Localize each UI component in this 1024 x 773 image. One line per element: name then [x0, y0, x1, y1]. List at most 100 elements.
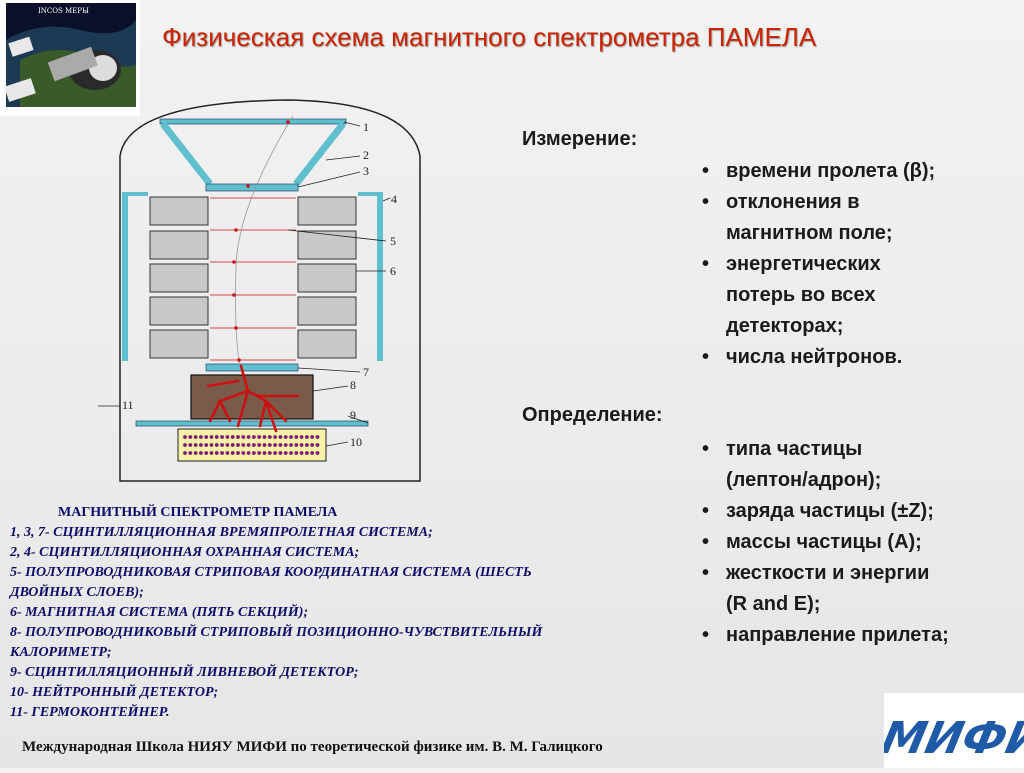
determination-item: •жесткости и энергии(R and E);	[702, 562, 930, 615]
label-4: 4	[391, 192, 397, 206]
neutron-counter-dot	[241, 451, 246, 455]
legend-line: 6- МАГНИТНАЯ СИСТЕМА (ПЯТЬ СЕКЦИЙ);	[10, 605, 309, 620]
neutron-counter-dot	[188, 443, 193, 447]
measurement-heading: Измерение:	[522, 128, 638, 150]
label-1: 1	[363, 120, 369, 134]
neutron-counter-dot	[246, 443, 251, 447]
neutron-counter-dot	[209, 443, 214, 447]
neutron-counter-dot	[305, 435, 309, 439]
neutron-counters	[183, 435, 320, 455]
legend-line: 11- ГЕРМОКОНТЕЙНЕР.	[10, 705, 170, 720]
neutron-counter-dot	[294, 451, 299, 455]
neutron-counter-dot	[199, 435, 203, 439]
mission-logo: INCOS МЕРЫ	[0, 0, 140, 116]
neutron-counter-dot	[283, 451, 288, 455]
legend-line: ДВОЙНЫХ СЛОЕВ);	[10, 585, 144, 600]
neutron-counter-dot	[294, 443, 299, 447]
neutron-counter-dot	[199, 443, 203, 447]
measurement-item: • времени пролета (β);	[702, 160, 936, 182]
label-7: 7	[363, 365, 369, 379]
neutron-counter-dot	[209, 451, 214, 455]
legend-line: 9- СЦИНТИЛЛЯЦИОННЫЙ ЛИВНЕВОЙ ДЕТЕКТОР;	[10, 665, 359, 680]
legend-line: 5- ПОЛУПРОВОДНИКОВАЯ СТРИПОВАЯ КООРДИНАТ…	[10, 565, 532, 580]
neutron-counter-dot	[236, 435, 240, 439]
neutron-counter-dot	[241, 435, 246, 439]
neutron-counter-dot	[278, 443, 283, 447]
neutron-counter-dot	[310, 435, 315, 439]
neutron-counter-dot	[199, 451, 203, 455]
neutron-counter-dot	[273, 451, 277, 455]
neutron-counter-dot	[257, 443, 262, 447]
neutron-counter-dot	[283, 443, 288, 447]
neutron-counter-dot	[214, 451, 219, 455]
neutron-counter-dot	[188, 451, 193, 455]
neutron-counter-dot	[214, 443, 219, 447]
particle-track	[235, 115, 294, 367]
label-3: 3	[363, 164, 369, 178]
neutron-counter-dot	[230, 451, 235, 455]
neutron-counter-dot	[252, 443, 256, 447]
neutron-counter-dot	[310, 451, 315, 455]
neutron-counter-dot	[289, 435, 293, 439]
neutron-counter-dot	[273, 435, 277, 439]
label-2: 2	[363, 148, 369, 162]
neutron-counter-dot	[283, 435, 288, 439]
tracker-planes	[210, 197, 296, 361]
neutron-counter-dot	[220, 443, 225, 447]
neutron-counter-dot	[236, 443, 240, 447]
neutron-counter-dot	[257, 435, 262, 439]
label-5: 5	[390, 234, 396, 248]
mifi-logo: МИФИ	[877, 693, 1024, 768]
neutron-counter-dot	[294, 435, 299, 439]
neutron-counter-dot	[310, 443, 315, 447]
neutron-counter-dot	[230, 435, 235, 439]
neutron-counter-dot	[225, 451, 230, 455]
determination-item: •массы частицы (А);	[702, 531, 922, 553]
neutron-counter-dot	[193, 451, 198, 455]
neutron-counter-dot	[262, 443, 267, 447]
label-11: 11	[122, 398, 134, 412]
neutron-counter-dot	[183, 443, 187, 447]
pamela-diagram: 1 2 3 4 5 6 7 8 9 10 11	[88, 96, 448, 506]
legend-header: МАГНИТНЫЙ СПЕКТРОМЕТР ПАМЕЛА	[58, 505, 338, 520]
neutron-counter-dot	[289, 443, 293, 447]
particle-shower	[206, 364, 300, 433]
label-10: 10	[350, 435, 362, 449]
neutron-counter-dot	[262, 435, 267, 439]
neutron-counter-dot	[252, 451, 256, 455]
side-scint-right	[377, 193, 383, 361]
neutron-counter-dot	[252, 435, 256, 439]
neutron-counter-dot	[204, 451, 209, 455]
neutron-counter-dot	[225, 435, 230, 439]
neutron-counter-dot	[305, 451, 309, 455]
tof-plane-7	[205, 363, 299, 372]
legend: МАГНИТНЫЙ СПЕКТРОМЕТР ПАМЕЛА 1, 3, 7- СЦ…	[10, 503, 670, 723]
label-9: 9	[350, 408, 356, 422]
neutron-counter-dot	[183, 435, 187, 439]
neutron-counter-dot	[246, 435, 251, 439]
neutron-counter-dot	[278, 451, 283, 455]
neutron-counter-dot	[214, 435, 219, 439]
neutron-counter-dot	[299, 443, 304, 447]
neutron-counter-dot	[267, 451, 272, 455]
neutron-counter-dot	[267, 443, 272, 447]
neutron-counter-dot	[267, 435, 272, 439]
neutron-counter-dot	[315, 451, 320, 455]
neutron-counter-dot	[230, 443, 235, 447]
neutron-counter-dot	[204, 435, 209, 439]
neutron-counter-dot	[236, 451, 240, 455]
neutron-counter-dot	[246, 451, 251, 455]
mifi-logo-text: МИФИ	[884, 713, 1024, 763]
neutron-counter-dot	[241, 443, 246, 447]
neutron-counter-dot	[305, 443, 309, 447]
neutron-counter-dot	[299, 451, 304, 455]
neutron-counter-dot	[220, 435, 225, 439]
neutron-counter-dot	[273, 443, 277, 447]
determination-heading: Определение:	[522, 404, 663, 426]
determination-item: •типа частицы(лептон/адрон);	[702, 438, 882, 491]
legend-line: 10- НЕЙТРОННЫЙ ДЕТЕКТОР;	[10, 685, 219, 700]
slide-title: Физическая схема магнитного спектрометра…	[162, 22, 817, 52]
neutron-counter-dot	[315, 443, 320, 447]
legend-line: 2, 4- СЦИНТИЛЛЯЦИОННАЯ ОХРАННАЯ СИСТЕМА;	[10, 545, 360, 560]
legend-line: 8- ПОЛУПРОВОДНИКОВЫЙ СТРИПОВЫЙ ПОЗИЦИОНН…	[10, 625, 543, 640]
